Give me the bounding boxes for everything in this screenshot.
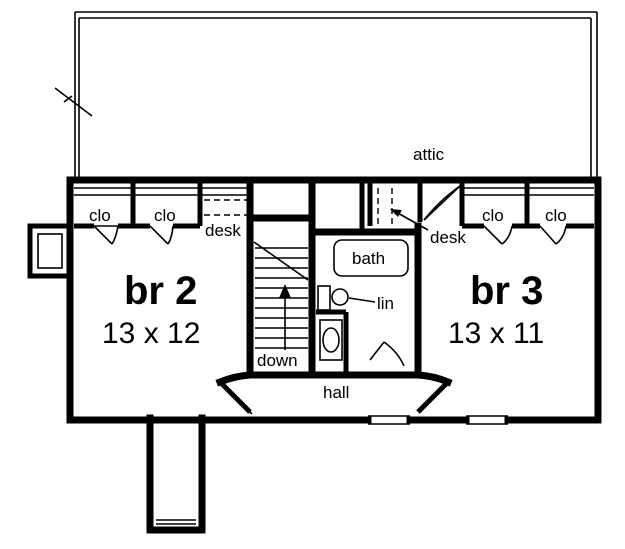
bath-fixtures [317,239,409,367]
desk-label-right: desk [430,228,466,247]
room-dims-br2: 13 x 12 [102,317,200,350]
desk-label-left: desk [205,221,241,240]
exterior-walls [66,176,602,425]
left-closets [74,183,250,245]
hall-label: hall [323,383,349,402]
bath-label: bath [352,249,385,268]
stairs-down-label: down [257,351,298,370]
closet-label-2: clo [154,206,176,225]
right-closets [367,180,594,245]
attic-label: attic [413,145,445,164]
stairs [253,241,309,350]
interior-walls [246,176,422,379]
front-stair [146,414,206,534]
linen-label: lin [377,294,394,313]
hall-doors [215,371,453,415]
room-dims-br3: 13 x 11 [448,317,544,350]
room-name-br3: br 3 [470,269,543,313]
closet-label-3: clo [482,206,504,225]
room-name-br2: br 2 [124,269,197,313]
chimney [27,223,73,279]
closet-label-4: clo [545,206,567,225]
leader-arrows [390,209,429,231]
attic-area [54,11,598,180]
closet-label-1: clo [89,206,111,225]
